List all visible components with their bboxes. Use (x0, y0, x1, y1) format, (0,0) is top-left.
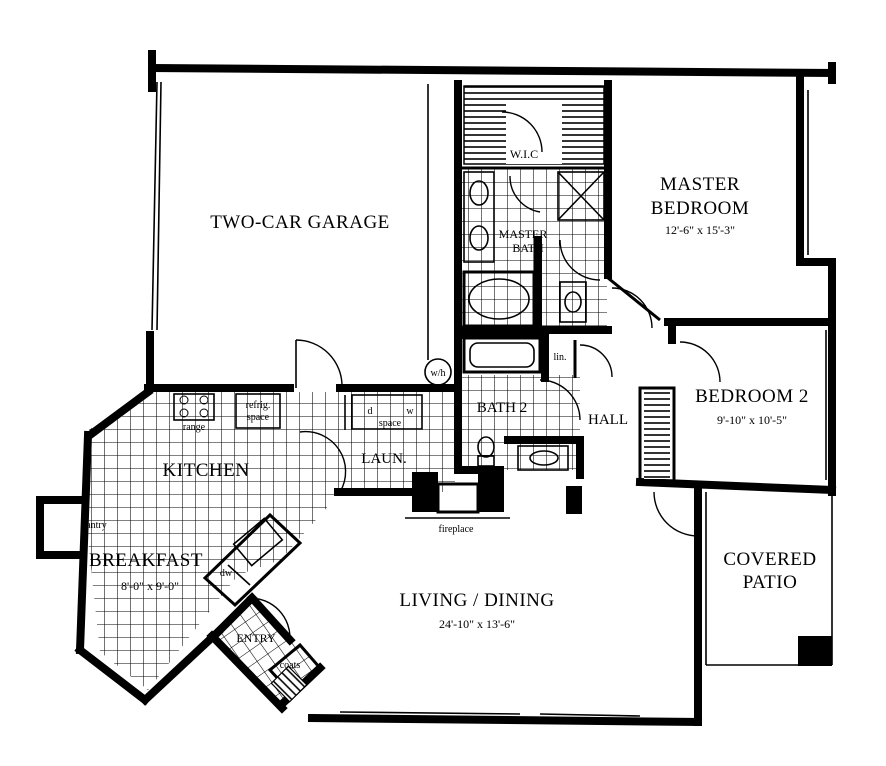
dishwasher-label: dw (220, 568, 233, 579)
room-labels: TWO-CAR GARAGE W.I.C MASTER BEDROOM 12'-… (81, 147, 816, 671)
garage-label: TWO-CAR GARAGE (210, 212, 390, 233)
master-bedroom-dim: 12'-6" x 15'-3" (665, 223, 735, 237)
door-swings (249, 111, 721, 641)
living-dining-dim: 24'-10" x 13'-6" (439, 617, 515, 631)
master-bath-label: MASTER (499, 227, 548, 241)
bedroom2-label: BEDROOM 2 (695, 386, 809, 407)
dw-space-d: d (368, 406, 373, 417)
refrig-label: refrig. (246, 400, 271, 411)
laundry-label: LAUN. (361, 451, 406, 467)
master-bedroom-label-2: BEDROOM (651, 198, 750, 219)
refrig-label-2: space (247, 412, 270, 423)
covered-patio-label-2: PATIO (743, 572, 798, 593)
walls (36, 50, 837, 727)
bath2-label: BATH 2 (477, 400, 527, 416)
breakfast-dim: 8'-0" x 9'-0" (121, 579, 179, 593)
linen-label: lin. (553, 352, 566, 363)
breakfast-label: BREAKFAST (89, 550, 203, 571)
range-label: range (183, 422, 206, 433)
fireplace-label: fireplace (439, 524, 475, 535)
master-bath-label-2: BATH (512, 241, 544, 255)
coats-label: coats (280, 660, 301, 671)
living-dining-label: LIVING / DINING (399, 590, 554, 611)
bath2-floor (462, 375, 580, 470)
fixtures (173, 85, 605, 703)
wic-label: W.I.C (510, 147, 538, 161)
entry-label: ENTRY (236, 631, 276, 645)
covered-patio-label: COVERED (723, 549, 816, 570)
dw-space-w: w (406, 406, 414, 417)
bedroom2-dim: 9'-10" x 10'-5" (717, 413, 787, 427)
kitchen-label: KITCHEN (163, 460, 250, 481)
water-heater-label: w/h (431, 368, 446, 379)
pantry-label: pantry (81, 520, 107, 531)
kitchen-floor (88, 392, 338, 690)
hall-label: HALL (588, 412, 628, 428)
dw-space-label: space (379, 418, 402, 429)
master-bedroom-label: MASTER (660, 174, 740, 195)
